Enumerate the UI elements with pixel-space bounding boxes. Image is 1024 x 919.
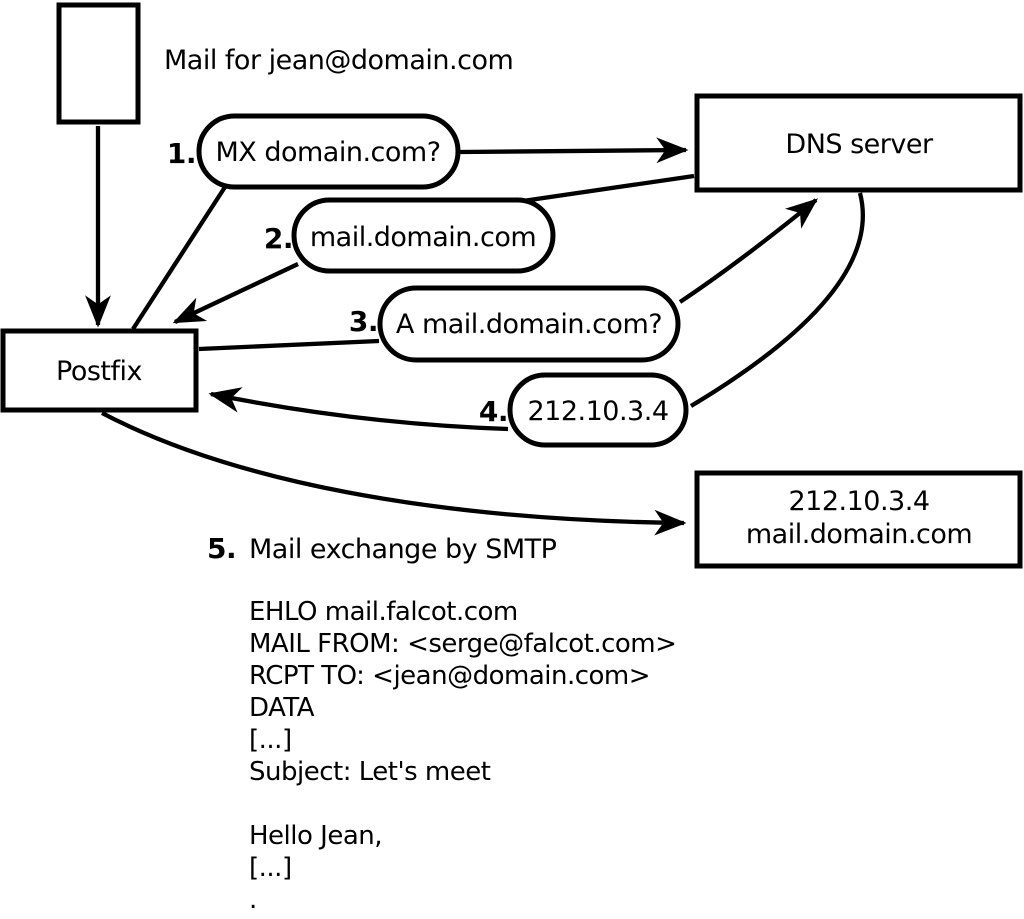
step-3-number: 3. xyxy=(349,305,378,338)
smtp-line: EHLO mail.falcot.com xyxy=(249,597,518,627)
mx-answer-label: mail.domain.com xyxy=(310,222,536,253)
mx-query-pill xyxy=(196,113,461,190)
line-dns-to-mx-answer-pill xyxy=(515,173,695,205)
arrow-smtp-postfix-to-mx-host xyxy=(101,411,687,536)
smtp-line: Hello Jean, xyxy=(249,821,382,851)
step-4-number: 4. xyxy=(479,395,508,428)
postfix-box xyxy=(0,328,199,413)
a-answer-pill xyxy=(507,372,689,448)
a-query-label: A mail.domain.com? xyxy=(396,309,662,340)
mx-host-ip-label: 212.10.3.4 xyxy=(789,486,930,517)
mx-host-name-label: mail.domain.com xyxy=(746,519,972,550)
postfix-label: Postfix xyxy=(56,356,142,387)
smtp-line: [...] xyxy=(249,853,292,883)
smtp-session-transcript: EHLO mail.falcot.com MAIL FROM: <serge@f… xyxy=(249,597,677,915)
line-postfix-to-mx-query-pill xyxy=(131,185,227,331)
arrow-a-query-to-dns xyxy=(678,198,818,304)
smtp-line: . xyxy=(249,885,257,915)
line-postfix-to-a-query-pill xyxy=(198,338,380,352)
diagram-title: Mail for jean@domain.com xyxy=(164,45,513,76)
mail-message-box xyxy=(56,2,141,125)
smtp-exchange-label: Mail exchange by SMTP xyxy=(249,534,557,565)
arrow-mx-query-to-dns xyxy=(459,137,689,164)
dns-server-box xyxy=(694,93,1023,193)
smtp-line: [...] xyxy=(249,725,292,755)
smtp-line: DATA xyxy=(249,693,315,723)
step-5-number: 5. xyxy=(207,532,236,565)
smtp-line: MAIL FROM: <serge@falcot.com> xyxy=(249,629,676,659)
step-1-number: 1. xyxy=(167,137,196,170)
mx-query-label: MX domain.com? xyxy=(215,137,440,168)
a-answer-label: 212.10.3.4 xyxy=(528,396,669,427)
step-2-number: 2. xyxy=(264,222,293,255)
line-dns-to-a-answer-pill xyxy=(689,192,865,408)
dns-server-label: DNS server xyxy=(785,129,934,160)
arrow-a-answer-to-postfix xyxy=(208,387,509,432)
mx-answer-pill xyxy=(291,197,556,274)
arrow-mx-answer-to-postfix xyxy=(172,262,299,324)
a-query-pill xyxy=(377,285,681,363)
smtp-line: Subject: Let's meet xyxy=(249,757,491,787)
mx-host-box xyxy=(694,470,1023,569)
smtp-line: RCPT TO: <jean@domain.com> xyxy=(249,661,650,691)
